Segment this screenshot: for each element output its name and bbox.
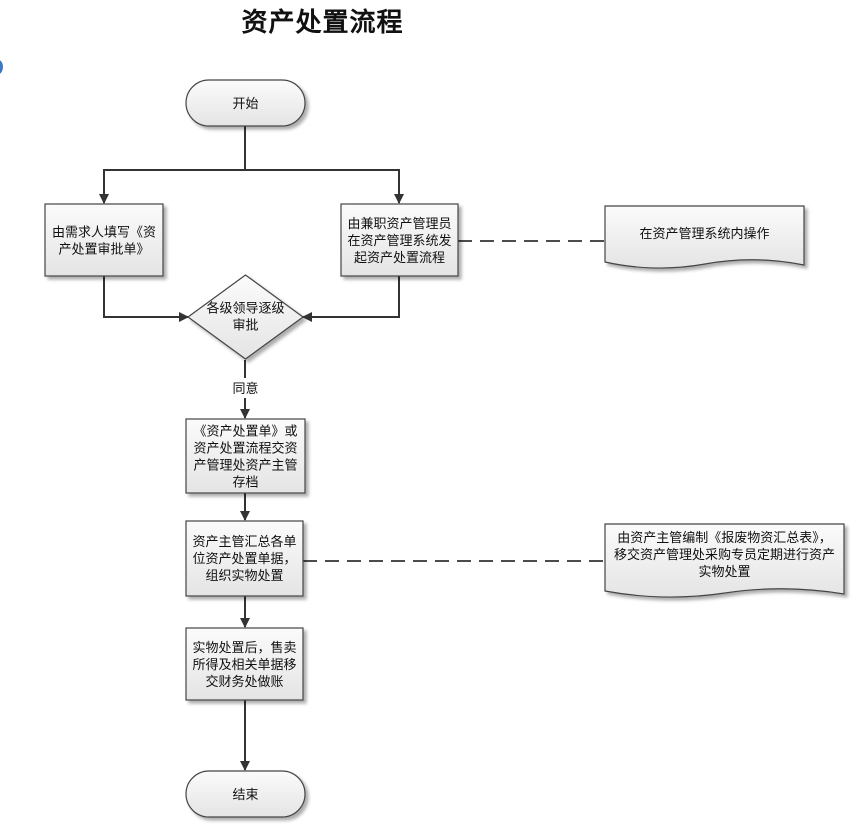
end-line-1: 结束 <box>232 788 258 803</box>
edge-label-agree-text: 同意 <box>232 381 258 397</box>
connector-to-system <box>245 169 404 204</box>
summarize-line-3: 组织实物处置 <box>205 569 283 584</box>
node-summarize: 资产主管汇总各单位资产处置单据， 组织实物处置 <box>185 520 304 597</box>
system-note-line-1: 在资产管理系统内操作 <box>639 226 769 242</box>
node-end-label: 结束 <box>232 788 258 803</box>
node-after-disposal-label: 实物处置后，售卖所得及相关单据移交财务处做账 <box>192 640 296 690</box>
connector-request-approval <box>103 276 189 322</box>
start-line-1: 开始 <box>232 97 258 112</box>
connector-to-request <box>99 169 245 204</box>
request-form-line-1: 由需求人填写《资 <box>52 226 156 241</box>
request-form-line-2: 产处置审批单》 <box>58 243 149 258</box>
summary-note-line-2: 移交资产管理处采购专员定期进行资产 <box>614 547 835 563</box>
after-disposal-line-2: 所得及相关单据移 <box>192 657 296 673</box>
dashed-links <box>303 240 605 562</box>
node-request-form: 由需求人填写《资产处置审批单》 <box>44 203 164 277</box>
archive-line-4: 存档 <box>232 476 258 491</box>
system-initiate-line-3: 起资产处置流程 <box>354 251 445 266</box>
connector-system-approval <box>302 276 400 322</box>
node-system-initiate-label: 由兼职资产管理员在资产管理系统发起资产处置流程 <box>347 217 451 266</box>
after-disposal-line-1: 实物处置后，售卖 <box>192 640 296 656</box>
node-system-initiate: 由兼职资产管理员在资产管理系统发起资产处置流程 <box>340 203 459 277</box>
system-initiate-line-2: 在资产管理系统发 <box>347 233 451 249</box>
node-start: 开始 <box>185 79 306 127</box>
node-summary-note-label: 由资产主管编制《报废物资汇总表》，移交资产管理处采购专员定期进行资产实物处置 <box>614 530 835 580</box>
node-summary-note: 由资产主管编制《报废物资汇总表》，移交资产管理处采购专员定期进行资产实物处置 <box>604 523 845 598</box>
node-request-form-label: 由需求人填写《资产处置审批单》 <box>52 226 156 258</box>
node-after-disposal: 实物处置后，售卖所得及相关单据移交财务处做账 <box>185 627 304 701</box>
approval-line-2: 审批 <box>232 319 258 334</box>
summary-note-line-3: 实物处置 <box>698 565 750 580</box>
archive-line-2: 资产处置流程交资 <box>193 441 297 457</box>
page-title: 资产处置流程 <box>241 8 404 38</box>
node-archive: 《资产处置单》或资产处置流程交资产管理处资产主管存档 <box>185 418 306 494</box>
edge-marker <box>0 60 3 74</box>
system-initiate-line-1: 由兼职资产管理员 <box>347 217 451 232</box>
summarize-line-1: 资产主管汇总各单 <box>192 534 296 550</box>
node-archive-label: 《资产处置单》或资产处置流程交资产管理处资产主管存档 <box>193 425 297 491</box>
node-approval: 各级领导逐级审批 <box>186 274 305 360</box>
summarize-line-2: 位资产处置单据， <box>192 552 296 567</box>
node-summarize-label: 资产主管汇总各单位资产处置单据， 组织实物处置 <box>192 534 296 584</box>
edge-label-agree: 同意 <box>228 379 263 398</box>
archive-line-3: 产管理处资产主管 <box>193 459 297 474</box>
summary-note-line-1: 由资产主管编制《报废物资汇总表》， <box>617 530 832 546</box>
approval-line-1: 各级领导逐级 <box>206 301 284 317</box>
node-system-note-label: 在资产管理系统内操作 <box>639 226 769 242</box>
after-disposal-line-3: 交财务处做账 <box>205 674 283 690</box>
node-start-label: 开始 <box>232 97 258 112</box>
archive-line-1: 《资产处置单》或 <box>193 425 297 440</box>
node-system-note: 在资产管理系统内操作 <box>604 205 805 269</box>
node-approval-label: 各级领导逐级审批 <box>206 301 284 334</box>
connectors <box>99 126 404 771</box>
node-end: 结束 <box>185 770 306 818</box>
